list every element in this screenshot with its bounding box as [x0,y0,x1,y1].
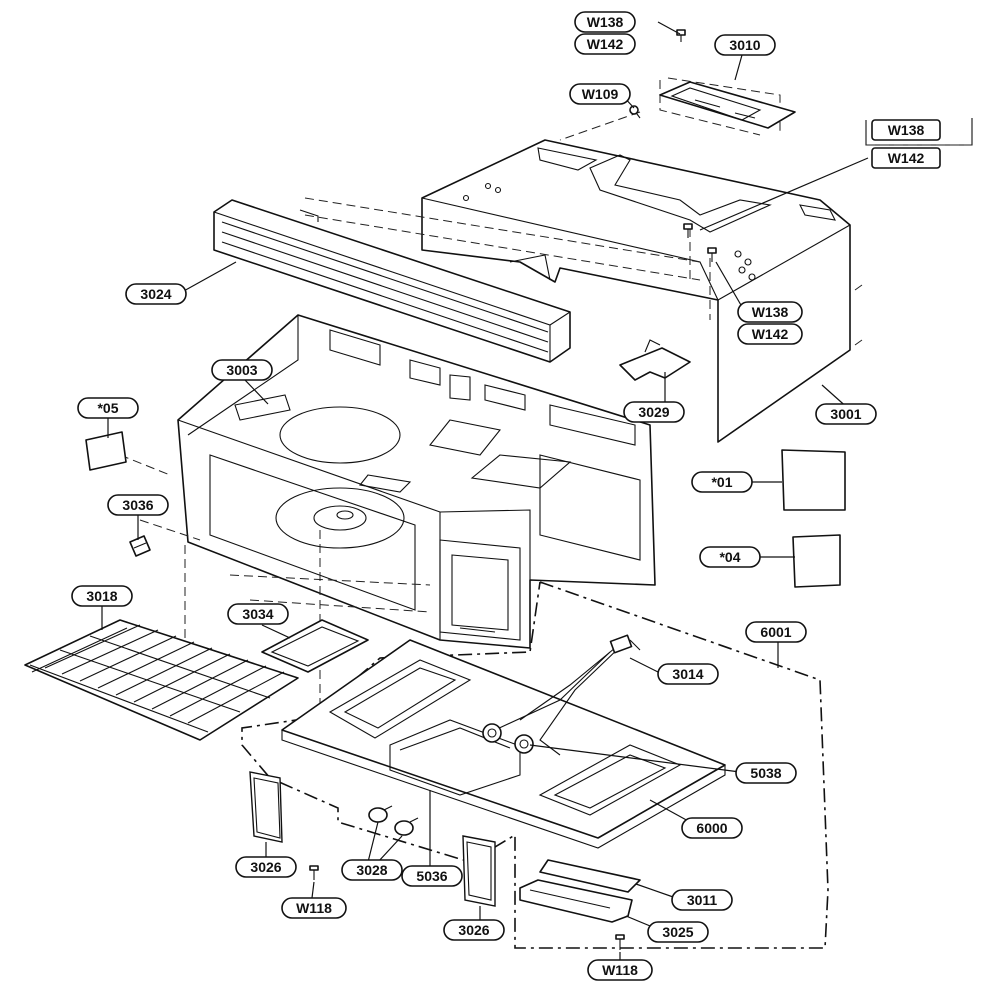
grease-filter-3026-right [462,835,496,907]
svg-text:3014: 3014 [672,666,703,682]
callout-w138-top: W138 [574,11,636,33]
callout-3011: 3011 [671,889,733,911]
screw-w138-top [676,29,686,42]
svg-text:3011: 3011 [687,892,718,908]
callout-3026-left: 3026 [235,856,297,878]
card-04 [792,534,841,588]
callout-04: *04 [699,546,761,568]
svg-text:W142: W142 [752,326,789,342]
wire-harness-3014 [494,634,641,756]
svg-text:3029: 3029 [638,404,669,420]
callout-3029: 3029 [623,401,685,423]
callout-3010: 3010 [714,34,776,56]
callout-3036: 3036 [107,494,169,516]
callout-w138-right: W138 [871,119,941,141]
callout-5038: 5038 [735,762,797,784]
svg-text:*01: *01 [711,474,732,490]
outer-case-3001 [421,139,851,443]
latch-3036 [129,535,151,557]
svg-text:3001: 3001 [830,406,861,422]
callout-5036: 5036 [401,865,463,887]
svg-text:W118: W118 [602,962,638,978]
lamp-cover-3011 [539,859,641,893]
callout-3014: 3014 [657,663,719,685]
svg-text:3026: 3026 [250,859,281,875]
callout-3001: 3001 [815,403,877,425]
svg-text:3010: 3010 [729,37,760,53]
cover-3034 [261,619,369,673]
label-card-05 [85,431,127,471]
lamp-cover-3025 [519,879,633,923]
svg-text:W109: W109 [582,86,619,102]
screw-w118-bottom [615,934,625,950]
card-01 [781,449,846,511]
callout-3034: 3034 [227,603,289,625]
callout-w109: W109 [569,83,631,105]
svg-text:5038: 5038 [750,765,781,781]
callout-w118-left: W118 [281,897,347,919]
svg-text:W138: W138 [752,304,789,320]
cavity-3003 [177,314,656,649]
svg-text:6001: 6001 [760,624,791,640]
svg-text:W138: W138 [888,122,925,138]
callout-6000: 6000 [681,817,743,839]
callout-6001: 6001 [745,621,807,643]
callout-3024: 3024 [125,283,187,305]
callout-3003: 3003 [211,359,273,381]
svg-text:*04: *04 [719,549,740,565]
svg-text:3024: 3024 [140,286,171,302]
screw-mid [683,223,717,262]
svg-text:3028: 3028 [356,862,387,878]
bracket-3029 [619,339,691,381]
svg-text:3034: 3034 [242,606,273,622]
screw-w118-left [309,865,319,880]
vent-grille-3024 [213,199,571,363]
callout-01: *01 [691,471,753,493]
callout-w142-top: W142 [574,33,636,55]
screw-w109 [629,105,641,119]
svg-text:W142: W142 [587,36,624,52]
callout-3018: 3018 [71,585,133,607]
svg-text:5036: 5036 [416,868,447,884]
base-plate-6000 [281,639,726,849]
svg-text:3036: 3036 [122,497,153,513]
svg-text:W138: W138 [587,14,624,30]
magnetron-connectors-5038 [482,723,534,754]
callout-3025: 3025 [647,921,709,943]
svg-text:6000: 6000 [696,820,727,836]
callout-05: *05 [77,397,139,419]
callout-w118-bottom: W118 [587,959,653,981]
svg-text:3018: 3018 [86,588,117,604]
light-bulbs-3028 [368,805,419,836]
svg-text:W118: W118 [296,900,332,916]
grease-filter-3026-left [249,771,283,843]
callout-3028: 3028 [341,859,403,881]
callout-w138-mid: W138 [737,301,803,323]
svg-text:3003: 3003 [226,362,257,378]
callout-w142-mid: W142 [737,323,803,345]
svg-text:3026: 3026 [458,922,489,938]
top-bracket-3010 [659,81,796,129]
oven-rack-3018 [24,619,299,741]
svg-text:3025: 3025 [662,924,693,940]
callout-w142-right: W142 [871,147,941,169]
side-bracket-marker [865,118,973,146]
svg-text:*05: *05 [97,400,118,416]
svg-text:W142: W142 [888,150,925,166]
callout-3026-right: 3026 [443,919,505,941]
